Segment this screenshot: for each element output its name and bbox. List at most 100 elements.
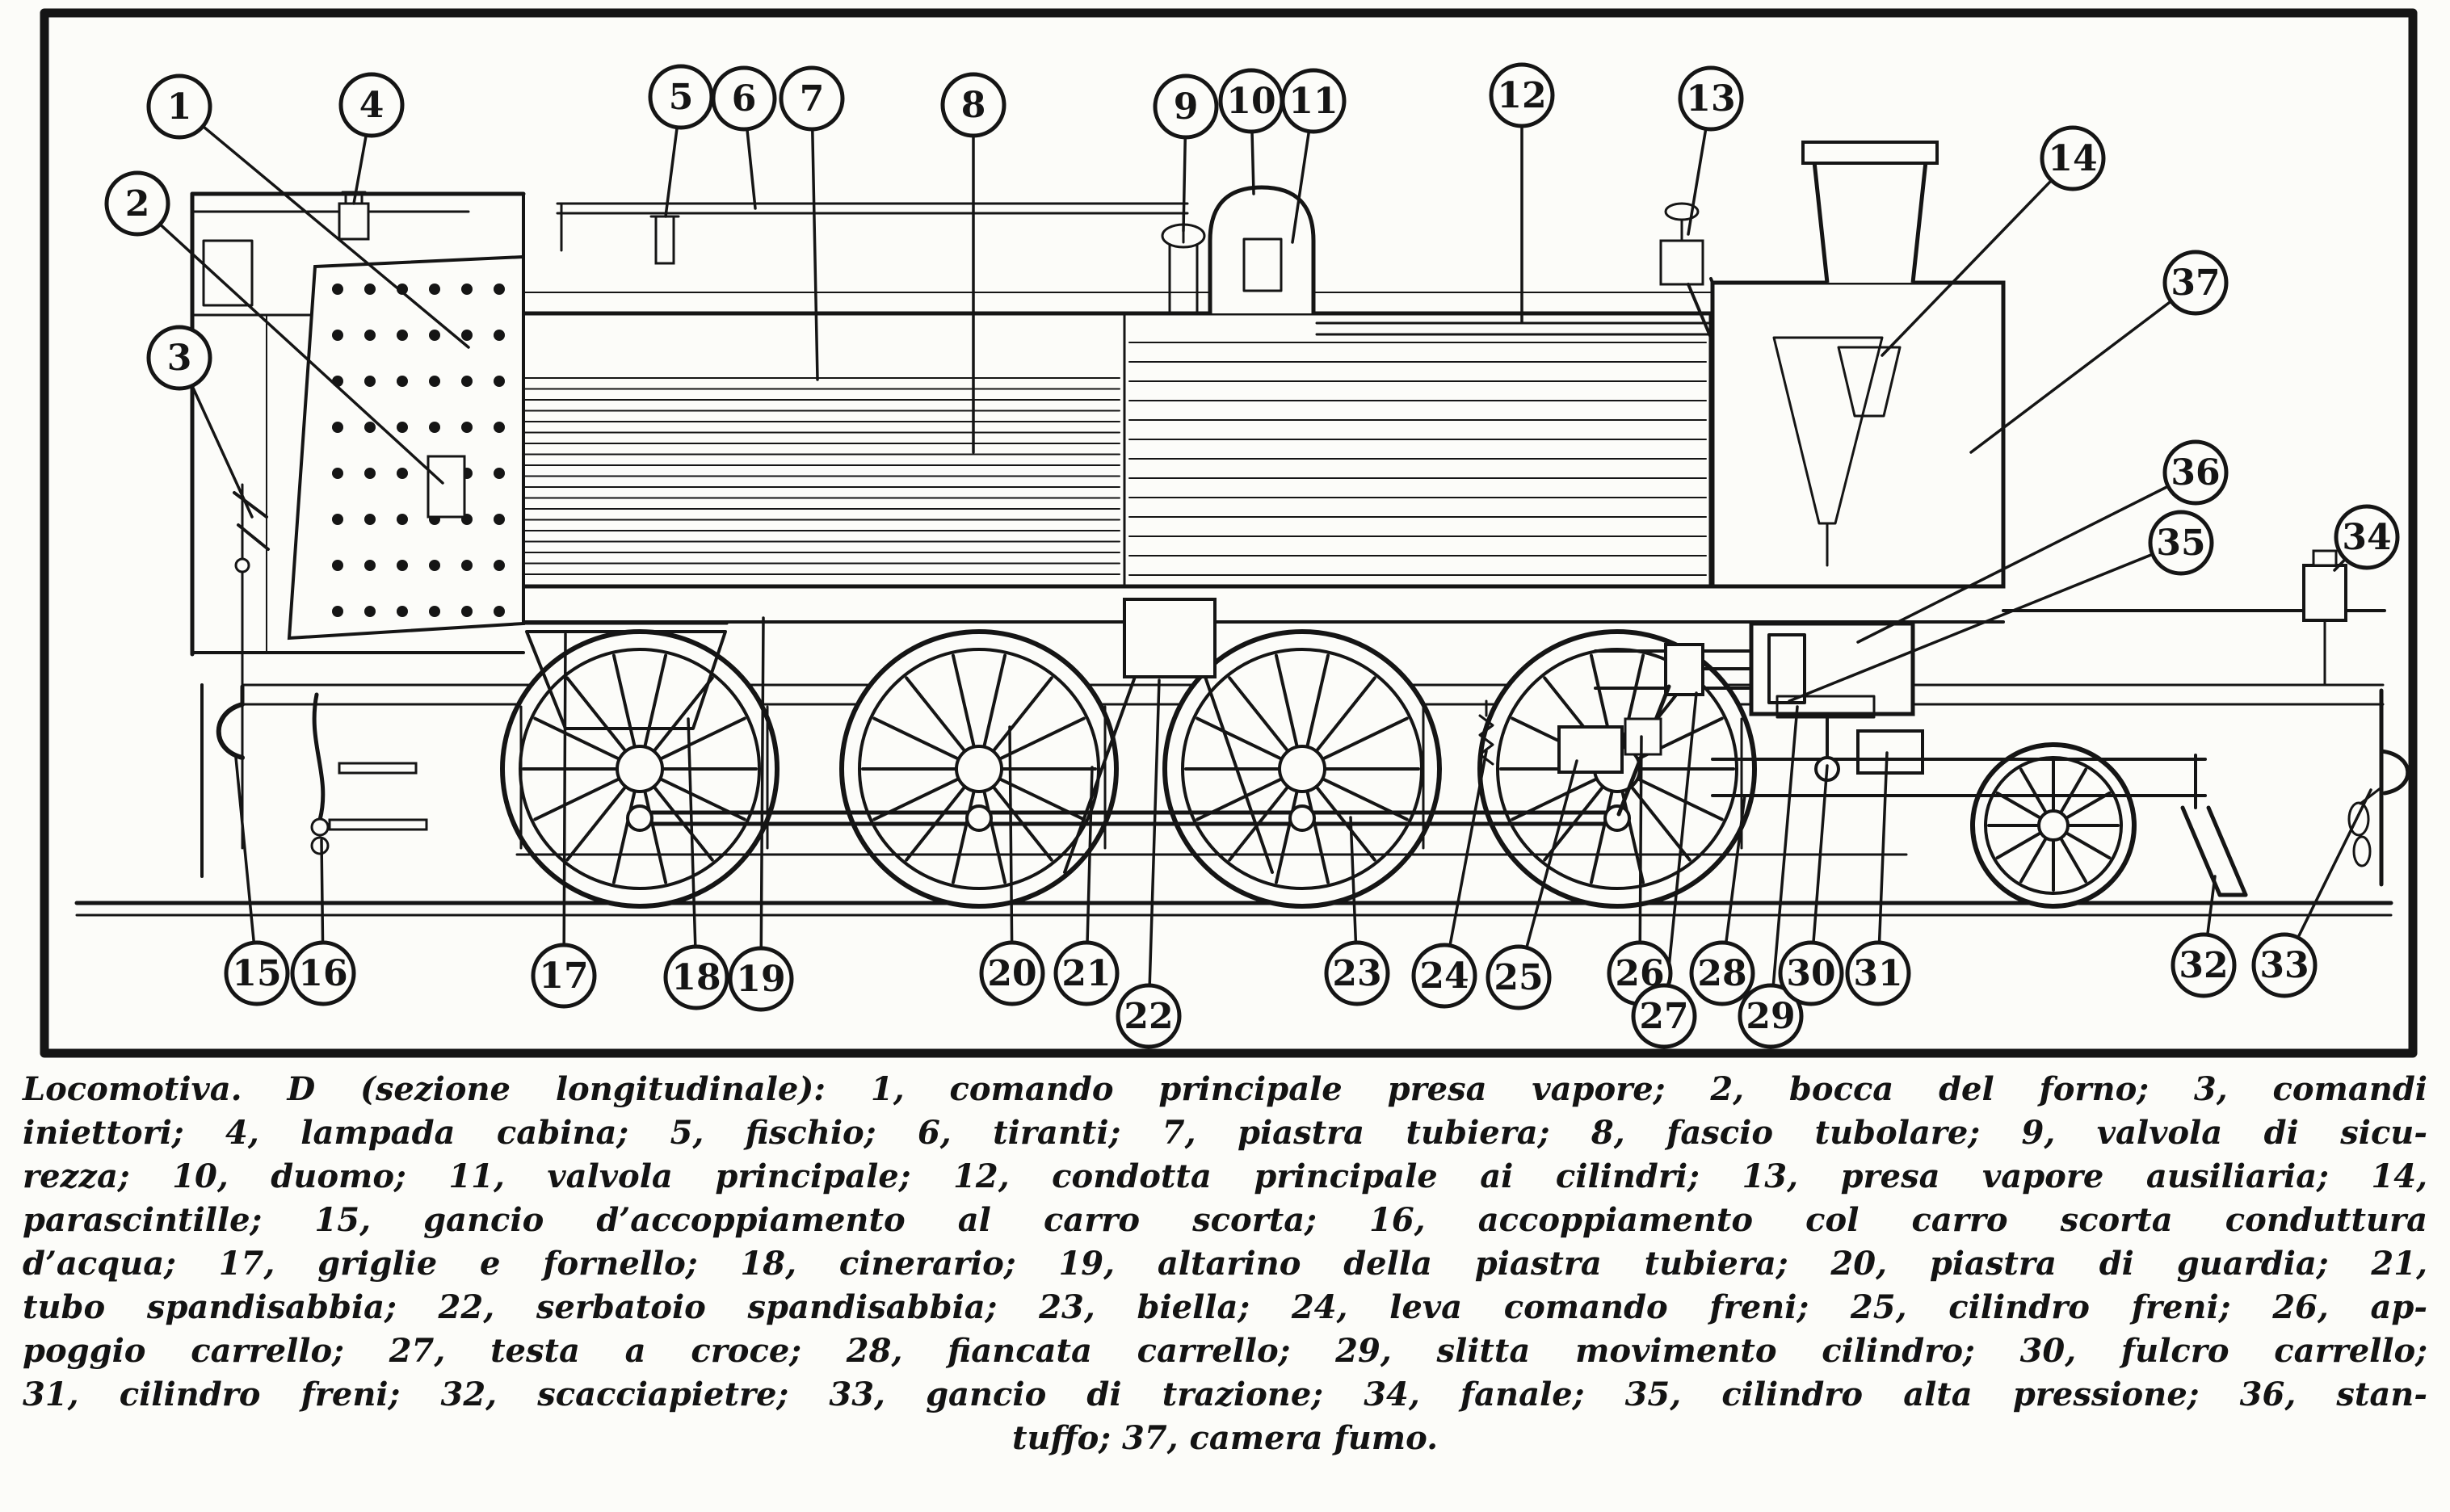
callout-circle xyxy=(1689,940,1755,1006)
callout-number: 32 xyxy=(2179,945,2228,986)
callout-25: 25 xyxy=(1486,944,1552,1010)
callout-number: 23 xyxy=(1332,953,1381,994)
brake-cylinder xyxy=(1557,725,1624,774)
coupling-link xyxy=(2347,801,2370,837)
sand-pipe xyxy=(1204,675,1274,874)
callout-7: 7 xyxy=(779,65,845,132)
callout-circle xyxy=(2148,510,2214,576)
callout-circle xyxy=(104,170,170,237)
callout-number: 34 xyxy=(2342,517,2391,558)
callout-number: 33 xyxy=(2259,945,2309,986)
boiler xyxy=(482,292,1713,589)
callout-number: 13 xyxy=(1686,78,1735,120)
callout-number: 16 xyxy=(298,953,347,994)
callout-1: 1 xyxy=(146,74,212,140)
callout-circle xyxy=(1738,983,1804,1049)
cab-lamp xyxy=(338,191,370,241)
callout-28: 28 xyxy=(1689,940,1755,1006)
callout-number: 27 xyxy=(1639,996,1688,1037)
callout-15: 15 xyxy=(224,940,290,1006)
caption-line: Locomotiva. D (sezione longitudinale): 1… xyxy=(23,1070,2427,1108)
brake-gear xyxy=(515,699,1924,856)
caption-line: iniettori; 4, lampada cabina; 5, fischio… xyxy=(23,1114,2427,1152)
callout-number: 37 xyxy=(2171,262,2220,304)
callout-19: 19 xyxy=(728,946,794,1012)
cab-step xyxy=(328,818,428,831)
front-coupling xyxy=(2347,688,2410,887)
callout-13: 13 xyxy=(1678,65,1744,132)
figure-caption: Locomotiva. D (sezione longitudinale): 1… xyxy=(0,1068,2450,1460)
callout-16: 16 xyxy=(290,940,356,1006)
callout-number: 17 xyxy=(539,956,588,997)
coupling-rod xyxy=(626,804,1631,832)
callout-circle xyxy=(1486,944,1552,1010)
callout-circle xyxy=(2171,932,2237,998)
steam-dome xyxy=(1208,185,1316,313)
callout-number: 31 xyxy=(1853,953,1902,994)
tie-rods xyxy=(556,202,1189,252)
callout-21: 21 xyxy=(1053,940,1120,1006)
callout-number: 28 xyxy=(1697,953,1746,994)
draw-hook xyxy=(2379,749,2410,796)
callout-27: 27 xyxy=(1631,983,1697,1049)
callout-number: 11 xyxy=(1288,81,1338,122)
front-lamp xyxy=(2302,549,2347,687)
callout-22: 22 xyxy=(1116,983,1182,1049)
callout-circle xyxy=(728,946,794,1012)
callout-9: 9 xyxy=(1153,74,1219,140)
caption-line: parascintille; 15, gancio d’accoppiament… xyxy=(23,1201,2427,1239)
grate-and-ashpan xyxy=(522,622,729,730)
callout-14: 14 xyxy=(2040,125,2106,191)
callout-number: 29 xyxy=(1746,996,1795,1037)
callout-circle xyxy=(940,72,1006,138)
callout-number: 24 xyxy=(1419,956,1469,997)
callout-circle xyxy=(146,74,212,140)
callout-31: 31 xyxy=(1845,940,1911,1006)
callout-11: 11 xyxy=(1280,68,1347,134)
stay-bolt-dots xyxy=(332,284,505,617)
figure-frame xyxy=(40,8,2418,1058)
caption-line: poggio carrello; 27, testa a croce; 28, … xyxy=(23,1332,2427,1370)
callout-37: 37 xyxy=(2162,250,2229,316)
caption-line: d’acqua; 17, griglie e fornello; 18, cin… xyxy=(23,1245,2427,1283)
cab-window xyxy=(202,239,254,307)
callout-circle xyxy=(1116,983,1182,1049)
callout-circle xyxy=(1678,65,1744,132)
callout-circle xyxy=(711,65,777,132)
caption-line: rezza; 10, duomo; 11, valvola principale… xyxy=(23,1157,2427,1195)
callout-3: 3 xyxy=(146,325,212,391)
callout-2: 2 xyxy=(104,170,170,237)
callout-20: 20 xyxy=(979,940,1045,1006)
bogie-support xyxy=(1624,717,1662,756)
callout-number: 10 xyxy=(1226,81,1275,122)
caption-line: tuffo; 37, camera fumo. xyxy=(1011,1419,1438,1457)
callout-number: 20 xyxy=(987,953,1036,994)
callout-6: 6 xyxy=(711,65,777,132)
callout-circle xyxy=(2040,125,2106,191)
firebox-door xyxy=(427,455,466,519)
callout-18: 18 xyxy=(663,944,729,1010)
callout-circle xyxy=(224,940,290,1006)
sandbox xyxy=(1063,598,1274,874)
callout-circle xyxy=(979,940,1045,1006)
cab-step xyxy=(338,762,418,775)
callout-circle xyxy=(2251,932,2318,998)
spark-arrester xyxy=(1772,336,1884,525)
callout-number: 19 xyxy=(736,959,785,1000)
caption-line: 31, cilindro freni; 32, scacciapietre; 3… xyxy=(23,1376,2427,1413)
callout-circle xyxy=(1845,940,1911,1006)
callout-35: 35 xyxy=(2148,510,2214,576)
callout-number: 12 xyxy=(1497,75,1546,116)
crosshead xyxy=(1664,643,1704,696)
callout-circle xyxy=(2162,250,2229,316)
callout-number: 4 xyxy=(359,85,385,126)
callout-number: 9 xyxy=(1174,86,1199,128)
callout-circle xyxy=(2162,439,2229,506)
callout-number: 36 xyxy=(2171,452,2220,494)
callout-circle xyxy=(1489,62,1555,128)
ashpan xyxy=(525,630,727,730)
callout-8: 8 xyxy=(940,72,1006,138)
whistle xyxy=(649,215,680,265)
coupling-hook-rear xyxy=(216,702,245,760)
